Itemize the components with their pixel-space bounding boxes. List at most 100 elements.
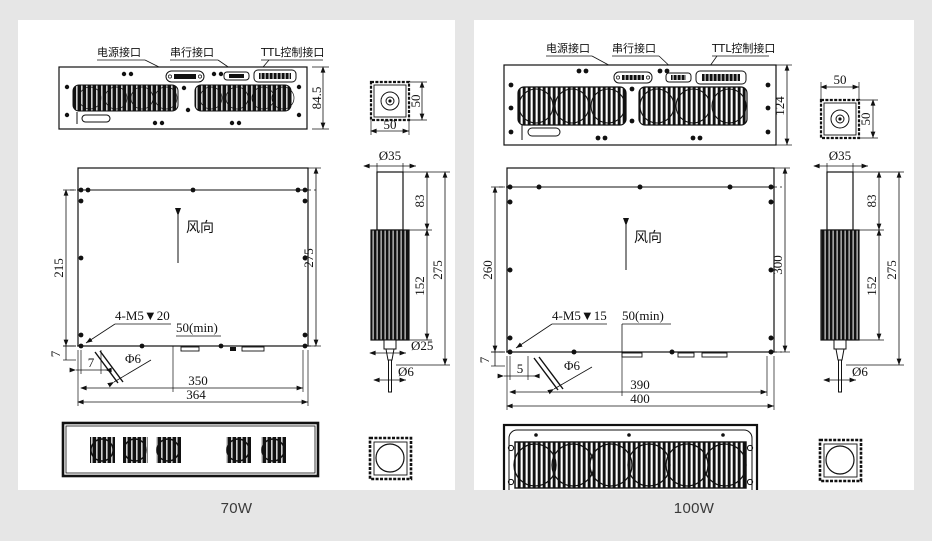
- dim-top-inner-w-value-70w: 350: [188, 373, 208, 388]
- dim-top-edge-left-70w: 7: [69, 350, 112, 374]
- dim-top-edge-bottom-value-70w: 7: [48, 350, 63, 357]
- dim-top-edge-bottom-100w: 7: [477, 351, 505, 367]
- dim-top-outer-h-value-100w: 300: [770, 255, 785, 275]
- hole-note-text-100w: Φ6: [564, 358, 581, 373]
- callout-ttl-label-100w: TTL控制接口: [711, 41, 775, 55]
- mount-holes-top-100w: [507, 184, 774, 355]
- dim-head-top-dia-70w: Ø35: [379, 148, 401, 163]
- dim-front-height-value-100w: 124: [772, 96, 787, 116]
- dim-top-outer-h-70w: 275: [301, 167, 321, 347]
- callout-serial-label-70w: 串行接口: [170, 46, 214, 59]
- bottom-view-100w: [502, 423, 759, 490]
- dim-head-fiber-dia-100w: Ø6: [852, 364, 868, 379]
- front-view-100w: 124: [503, 64, 792, 146]
- airflow-indicator-100w: 风向: [623, 218, 662, 270]
- fan-grille-left-70w: [72, 84, 179, 112]
- head-square-view-100w: 50 50: [819, 72, 878, 140]
- dim-head-fin-70w: 152: [412, 276, 427, 296]
- clearance-note-text-100w: 50(min): [622, 308, 664, 323]
- clearance-note-text-70w: 50(min): [176, 320, 218, 335]
- dim-top-inner-h-100w: 260: [480, 186, 505, 353]
- dim-front-height-100w: 124: [772, 64, 792, 146]
- drawing-100w: 电源接口 串行接口 TTL控制接口: [477, 41, 904, 490]
- handle-100w: [521, 125, 561, 140]
- head-square-view-70w: 50 50: [369, 80, 427, 135]
- callout-power-label-70w: 电源接口: [97, 45, 141, 59]
- dim-head-fiber-dia-70w: Ø6: [398, 364, 414, 379]
- dim-top-edge-bottom-value-100w: 7: [477, 356, 492, 363]
- dim-front-height-70w: 84.5: [309, 66, 329, 130]
- dim-head-upper-70w: 83: [412, 195, 427, 208]
- clearance-note-70w: 50(min): [176, 320, 221, 337]
- mount-holes-top-70w: [78, 187, 308, 349]
- power-connector-100w: [613, 71, 653, 84]
- fan-grille-left-100w: [517, 86, 627, 126]
- dim-top-inner-h-value-100w: 260: [480, 260, 495, 280]
- caption-70w: 70W: [220, 500, 253, 517]
- callout-power-label-100w: 电源接口: [546, 41, 590, 55]
- panel-70w: 电源接口 串行接口 TTL控制接口: [18, 20, 455, 490]
- thread-note-text-70w: 4-M5▼20: [115, 308, 170, 323]
- airflow-indicator-70w: 风向: [175, 208, 214, 263]
- dim-top-inner-w-70w: 350: [80, 346, 304, 392]
- hole-note-100w: Φ6: [533, 356, 593, 395]
- dim-top-outer-w-value-100w: 400: [630, 391, 650, 406]
- serial-connector-100w: [665, 72, 692, 83]
- callout-ttl-label-70w: TTL控制接口: [260, 45, 324, 59]
- dim-top-edge-left-value-100w: 5: [517, 361, 524, 376]
- dim-head-upper-100w: 83: [864, 195, 879, 208]
- head-side-view-70w: Ø35 83 152: [363, 148, 450, 393]
- dim-head-neck-dia-70w: Ø25: [411, 338, 433, 353]
- screw-holes-front-70w: [64, 71, 302, 126]
- dim-top-inner-h-70w: 215: [51, 189, 76, 347]
- callout-group-100w: 电源接口 串行接口 TTL控制接口: [546, 41, 775, 77]
- drawing-70w: 电源接口 串行接口 TTL控制接口: [48, 45, 450, 481]
- head-side-view-100w: Ø35 83 152: [813, 148, 904, 393]
- callout-serial-label-100w: 串行接口: [612, 42, 656, 55]
- bottom-square-view-70w: [368, 436, 413, 481]
- power-connector-70w: [165, 70, 205, 83]
- dim-head-total-100w: 275: [884, 260, 899, 280]
- callout-group-70w: 电源接口 串行接口 TTL控制接口: [97, 45, 324, 75]
- top-view-70w: 风向 4-M5▼20 50(min) Φ: [48, 167, 321, 406]
- dim-top-outer-h-100w: 300: [770, 167, 790, 353]
- screw-holes-front-100w: [508, 68, 771, 141]
- dim-front-height-value-70w: 84.5: [309, 87, 324, 110]
- fan-grille-right-100w: [638, 86, 748, 126]
- top-view-100w: 风向 4-M5▼15 50(min) Φ6: [477, 167, 790, 410]
- dim-head-square-w-100w: 50: [834, 72, 847, 87]
- dim-top-edge-left-value-70w: 7: [88, 355, 95, 370]
- bottom-screws-100w: [534, 433, 725, 437]
- thread-note-100w: 4-M5▼15: [515, 308, 607, 349]
- serial-connector-70w: [223, 71, 250, 81]
- bottom-fans-100w: [513, 443, 747, 487]
- airflow-label-100w: 风向: [634, 230, 662, 246]
- dim-top-edge-bottom-70w: 7: [48, 345, 76, 361]
- hole-note-70w: Φ6: [94, 350, 152, 388]
- dim-head-top-dia-100w: Ø35: [829, 148, 851, 163]
- hole-note-text-70w: Φ6: [125, 351, 142, 366]
- bottom-view-70w: [61, 421, 320, 478]
- dim-top-outer-w-100w: 400: [506, 356, 775, 410]
- dim-head-total-70w: 275: [430, 260, 445, 280]
- dim-top-outer-w-value-70w: 364: [186, 387, 206, 402]
- fan-grille-right-70w: [194, 84, 295, 112]
- dim-head-square-w-70w: 50: [384, 117, 397, 132]
- dim-head-fin-100w: 152: [864, 276, 879, 296]
- caption-100w: 100W: [673, 500, 715, 517]
- dim-top-outer-h-value-70w: 275: [301, 248, 316, 268]
- clearance-note-100w: 50(min): [621, 308, 671, 353]
- dim-top-inner-w-value-100w: 390: [630, 377, 650, 392]
- airflow-label-70w: 风向: [186, 220, 214, 236]
- ttl-connector-100w: [695, 70, 747, 85]
- front-view-70w: 84.5: [58, 66, 329, 130]
- panel-100w: 电源接口 串行接口 TTL控制接口: [474, 20, 914, 490]
- dim-top-edge-left-100w: 5: [497, 356, 540, 380]
- dim-head-square-h-100w: 50: [858, 113, 873, 126]
- dim-top-inner-h-value-70w: 215: [51, 258, 66, 278]
- dim-top-outer-w-70w: 364: [77, 350, 309, 406]
- dim-top-inner-w-100w: 390: [509, 352, 768, 396]
- bottom-square-view-100w: [818, 438, 863, 483]
- bottom-fans-70w: [90, 437, 286, 463]
